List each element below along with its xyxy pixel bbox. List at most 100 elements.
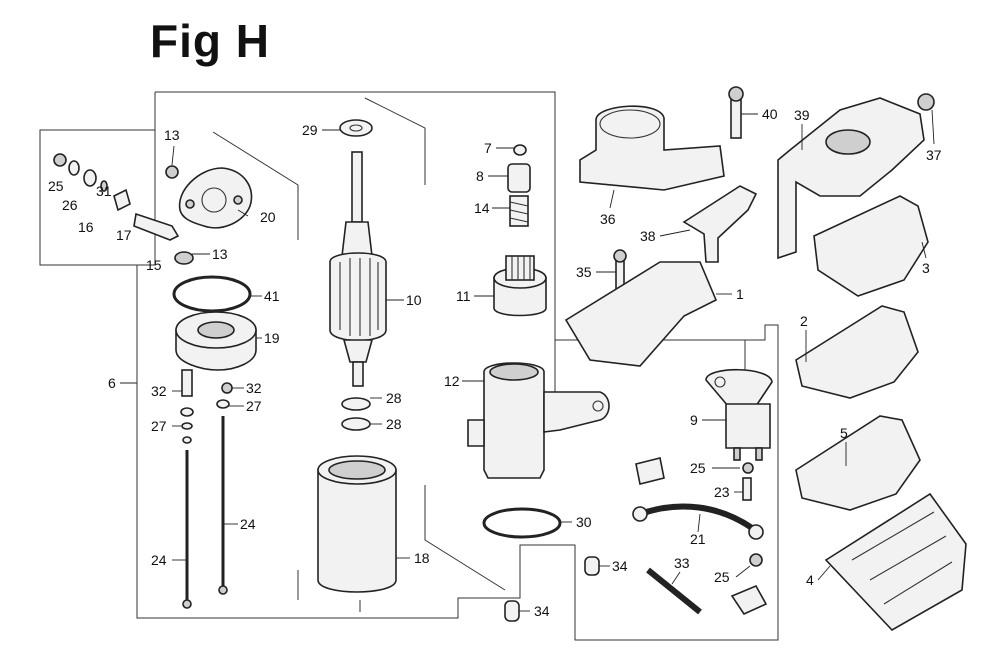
spring-14-coils <box>509 201 529 223</box>
front-housing-12-bore <box>489 363 539 381</box>
brush-plate-20 <box>178 167 253 229</box>
callout-2: 2 <box>800 313 808 329</box>
solenoid-9-bracket <box>705 368 773 407</box>
armature-group <box>317 119 397 593</box>
pinion-11-teeth <box>511 256 531 280</box>
solenoid-9-terminal-a <box>733 447 741 461</box>
bracket-group <box>564 86 967 632</box>
leader-36 <box>609 189 615 209</box>
clamp-bracket-36-ring <box>599 109 661 139</box>
end-cover-19-hub <box>197 321 235 339</box>
nut-25-solenoid <box>742 462 754 474</box>
solenoid-9-terminal-b <box>755 447 763 461</box>
leader-33 <box>671 571 681 585</box>
solenoid-group <box>632 368 773 616</box>
clip-7 <box>513 144 527 156</box>
bolt-32-left <box>181 369 193 397</box>
callout-38: 38 <box>640 228 656 244</box>
nut-25 <box>53 153 67 167</box>
washer-27-left-c <box>182 436 192 444</box>
callout-12: 12 <box>444 373 460 389</box>
cable-21-eyelet-right <box>748 524 764 540</box>
callout-40: 40 <box>762 106 778 122</box>
callout-23: 23 <box>714 484 730 500</box>
callout-34-bottom: 34 <box>534 603 550 619</box>
washer-27-left-a <box>180 407 194 417</box>
bolt-40-head <box>728 86 744 102</box>
callout-7: 7 <box>484 140 492 156</box>
callout-35: 35 <box>576 264 592 280</box>
callout-9: 9 <box>690 412 698 428</box>
callout-8: 8 <box>476 168 484 184</box>
guide-line-a <box>212 131 299 240</box>
washer-27-right <box>216 399 230 409</box>
callout-labels: 13 20 13 25 26 31 16 17 15 41 19 6 32 32… <box>48 106 942 619</box>
leader-4 <box>817 565 831 581</box>
leader-37 <box>931 109 935 145</box>
cover-3 <box>813 195 929 297</box>
callout-17: 17 <box>116 227 132 243</box>
bearing-13-bottom <box>174 251 194 265</box>
shield-4-ribs <box>851 511 953 605</box>
pinion-11-gear <box>505 255 535 281</box>
callout-33: 33 <box>674 555 690 571</box>
front-housing-12-flange <box>543 391 610 433</box>
callout-13-top: 13 <box>164 127 180 143</box>
washer-31 <box>100 180 108 192</box>
nut-32-right <box>221 382 233 394</box>
callout-34-right: 34 <box>612 558 628 574</box>
leader-3 <box>921 241 927 259</box>
washer-29-hole <box>349 124 363 132</box>
callout-1: 1 <box>736 286 744 302</box>
callout-13-bottom: 13 <box>212 246 228 262</box>
mount-bracket-39-opening <box>825 129 871 155</box>
callout-10: 10 <box>406 292 422 308</box>
callout-29: 29 <box>302 122 318 138</box>
armature-lower-hub <box>342 339 374 363</box>
callout-30: 30 <box>576 514 592 530</box>
washer-27-left-b <box>181 422 193 430</box>
armature-windings <box>339 258 379 336</box>
callout-24-left: 24 <box>151 552 167 568</box>
callout-11: 11 <box>456 288 471 304</box>
cable-21 <box>639 503 754 531</box>
leader-38 <box>659 229 691 237</box>
callout-27-right: 27 <box>246 398 262 414</box>
brush-holder-15 <box>133 212 180 241</box>
brush-plate-brush-1 <box>185 199 195 209</box>
washer-29 <box>339 119 373 137</box>
callout-25-left: 25 <box>48 178 64 194</box>
callout-3: 3 <box>922 260 930 276</box>
callout-41: 41 <box>264 288 280 304</box>
bolt-23 <box>742 477 752 501</box>
sub-assembly-outline-bracket <box>519 340 576 598</box>
o-ring-41 <box>172 275 252 313</box>
callout-39: 39 <box>794 107 810 123</box>
callout-25-solenoid: 25 <box>690 460 706 476</box>
washer-26 <box>68 160 80 176</box>
callout-6: 6 <box>108 375 116 391</box>
callout-20: 20 <box>260 209 276 225</box>
front-housing-12-lug <box>467 419 485 447</box>
callout-24-right: 24 <box>240 516 256 532</box>
nut-25-cable <box>749 553 763 567</box>
callout-32-left: 32 <box>151 383 167 399</box>
armature-shaft-bottom <box>352 361 364 387</box>
collar-34-right <box>584 556 600 576</box>
mount-bracket-39 <box>777 97 925 260</box>
front-housing-12-bolt-hole <box>592 400 604 412</box>
callout-5: 5 <box>840 425 848 441</box>
bolt-35-head <box>613 249 627 263</box>
through-bolt-24-right-head <box>218 585 228 595</box>
plate-38 <box>682 185 758 263</box>
collar-8 <box>507 163 531 193</box>
callout-25-cable: 25 <box>714 569 730 585</box>
callout-19: 19 <box>264 330 280 346</box>
figure-title: Fig H <box>150 15 270 67</box>
solenoid-9-body <box>725 403 771 449</box>
cover-2 <box>795 305 919 399</box>
brush-plate-hub <box>201 187 227 213</box>
collar-34-bottom <box>504 600 520 622</box>
leader-21 <box>697 513 701 533</box>
shield-4 <box>824 492 967 632</box>
